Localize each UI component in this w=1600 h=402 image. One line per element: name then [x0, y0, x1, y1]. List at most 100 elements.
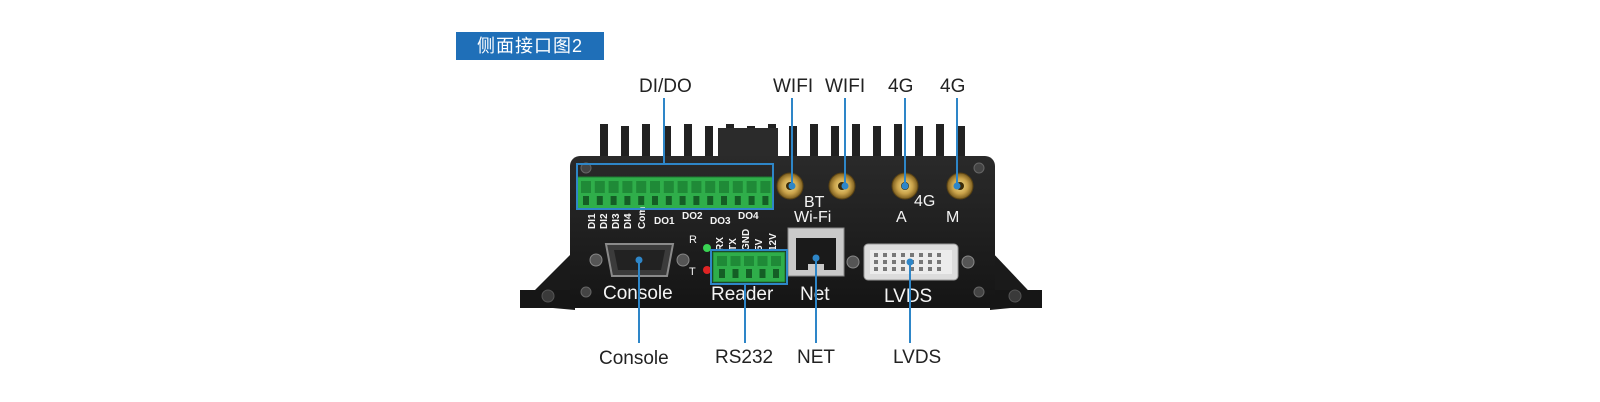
terminal-pin [730, 256, 741, 266]
heatsink-fin [894, 124, 902, 160]
heatsink-fin [600, 124, 608, 160]
terminal-screw [652, 196, 658, 205]
dvi-pin [910, 253, 914, 257]
silk-12v: 12V [768, 233, 779, 251]
heatsink-fin [873, 126, 881, 162]
dvi-pin [883, 260, 887, 264]
silk-do2: DO2 [682, 211, 703, 222]
dvi-pin [919, 260, 923, 264]
heatsink-fin [642, 124, 650, 160]
dido-silk-labels: DI1 DI2 DI3 DI4 Com DO1 DO2 DO3 DO4 [587, 207, 759, 229]
dvi-pin [892, 267, 896, 271]
silk-wifi: Wi-Fi [794, 209, 831, 226]
terminal-screw [732, 269, 739, 278]
heatsink-fin [621, 126, 629, 162]
heatsink-fin [957, 126, 965, 162]
screw-icon [589, 253, 603, 267]
terminal-screw [719, 269, 725, 278]
terminal-screw [693, 196, 700, 205]
terminal-pin [732, 181, 743, 193]
terminal-screw [596, 196, 603, 205]
dvi-pin [910, 267, 914, 271]
label-lvds: LVDS [893, 347, 941, 368]
terminal-screw [734, 196, 741, 205]
led-r-icon [703, 244, 711, 252]
terminal-pin [705, 181, 716, 193]
heatsink-fin [831, 126, 839, 162]
label-4g-a: 4G [888, 76, 913, 97]
dvi-pin [892, 253, 896, 257]
leader-dido [576, 98, 774, 210]
silk-bt: BT [804, 194, 825, 211]
terminal-screw [748, 196, 755, 205]
silk-m: M [946, 209, 959, 226]
screw-icon [973, 286, 985, 298]
silk-5v: 5V [754, 238, 765, 251]
reader-terminal-block[interactable] [712, 251, 786, 283]
terminal-pin [677, 181, 688, 193]
dvi-pin [928, 260, 932, 264]
screw-icon [846, 255, 860, 269]
dvi-pin [928, 253, 932, 257]
dvi-pin [928, 267, 932, 271]
terminal-screw [679, 196, 686, 205]
terminal-pin [581, 181, 591, 193]
dido-terminal-block[interactable] [576, 176, 774, 210]
heatsink-fin [684, 124, 692, 160]
silk-a: A [896, 209, 907, 226]
silk-r: R [689, 234, 697, 246]
heatsink-fin [936, 124, 944, 160]
terminal-pin [760, 181, 771, 193]
screw-icon [961, 255, 975, 269]
heatsink-fin [663, 126, 671, 162]
callout-labels: DI/DO WIFI WIFI 4G 4G Console RS232 NET … [599, 76, 965, 369]
leader-lines [576, 98, 961, 343]
terminal-screw [624, 196, 631, 205]
label-wifi-1: WIFI [773, 76, 813, 97]
screw-icon [580, 286, 592, 298]
silk-4g: 4G [914, 193, 935, 210]
screw-icon [973, 162, 985, 174]
dvi-pin [919, 267, 923, 271]
dvi-pin [883, 253, 887, 257]
top-vent [718, 128, 778, 156]
led-t-icon [703, 266, 711, 274]
terminal-pin [650, 181, 660, 193]
dvi-pin [874, 253, 878, 257]
label-net: NET [797, 347, 835, 368]
silk-di2: DI2 [599, 213, 610, 229]
terminal-screw [746, 269, 752, 278]
silk-tx: TX [728, 238, 739, 251]
dvi-pin [919, 253, 923, 257]
label-4g-m: 4G [940, 76, 965, 97]
terminal-screw [583, 196, 589, 205]
terminal-pin [636, 181, 647, 193]
silk-reader: Reader [711, 284, 774, 305]
rj45-net-port[interactable] [787, 227, 845, 277]
dvi-pin [883, 267, 887, 271]
dvi-pin [901, 253, 905, 257]
heatsink-fin [915, 126, 923, 162]
console-db9-port[interactable] [589, 243, 690, 277]
terminal-pin [608, 181, 619, 193]
reader-silk-labels: RX TX GND 5V 12V [715, 229, 779, 251]
terminal-pin [757, 256, 768, 266]
silk-console: Console [603, 283, 673, 304]
heatsink-fin [810, 124, 818, 160]
terminal-pin [594, 181, 605, 193]
screw-icon [541, 289, 555, 303]
terminal-pin [717, 256, 727, 266]
silk-di4: DI4 [623, 213, 634, 229]
dvi-pin [937, 267, 941, 271]
silk-do4: DO4 [738, 211, 759, 222]
heatsink-fin [852, 124, 860, 160]
silk-lvds: LVDS [884, 286, 932, 307]
label-rs232: RS232 [715, 347, 773, 368]
silk-do1: DO1 [654, 216, 675, 227]
terminal-screw [707, 196, 714, 205]
silk-rx: RX [715, 237, 726, 251]
terminal-pin [771, 256, 781, 266]
leader-rs232-box [710, 249, 788, 285]
terminal-screw [762, 196, 769, 205]
terminal-screw [759, 269, 766, 278]
